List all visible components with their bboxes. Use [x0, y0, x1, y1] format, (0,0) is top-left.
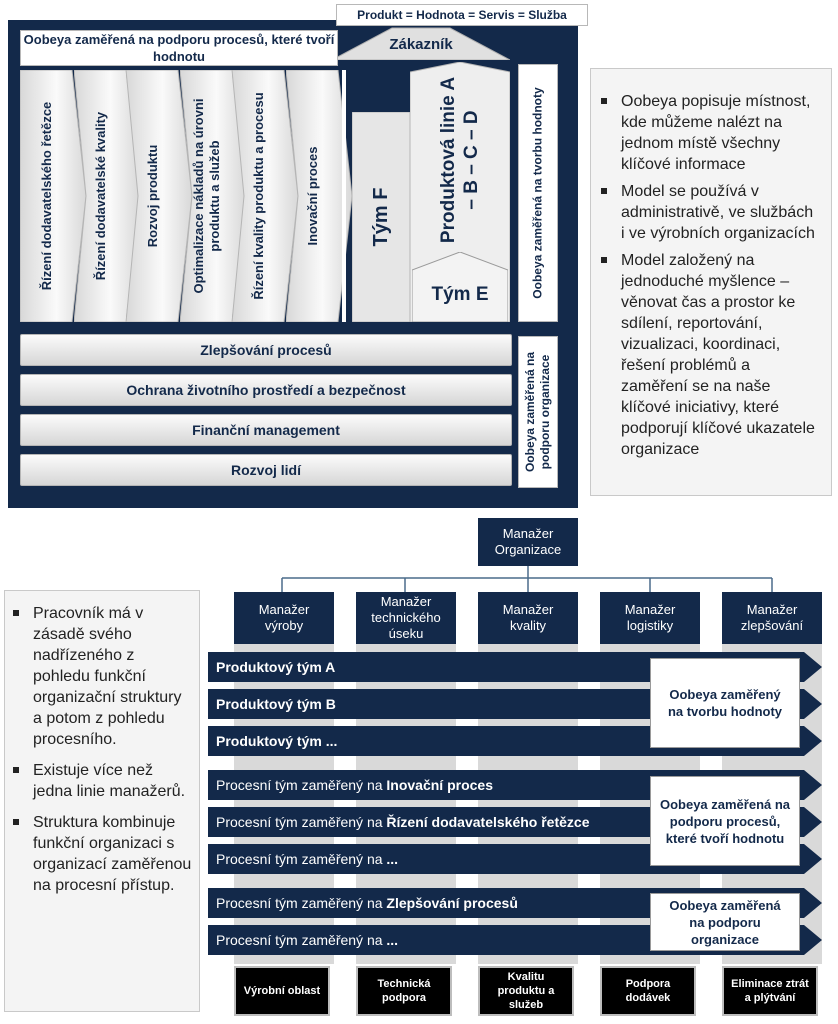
team-row: Produktový tým A	[216, 652, 335, 682]
team-f-shape	[352, 112, 410, 322]
chevron-shape	[180, 70, 246, 322]
chevron-shape	[74, 70, 140, 322]
left-bullet-list: Pracovník má v zásadě svého nadřízeného …	[7, 603, 193, 896]
chevron-label-box: Inovační proces	[286, 70, 340, 322]
support-bar: Rozvoj lidí	[20, 454, 512, 486]
support-oobeya-box: Oobeya zaměřená na podporu organizace	[650, 893, 800, 951]
row-prefix: Procesní tým zaměřený na	[216, 777, 387, 793]
row-label: Produktový tým ...	[216, 733, 338, 749]
chevron-label-box: Řízení dodavatelské kvality	[74, 70, 128, 322]
manager-box: Manažer zlepšování	[722, 592, 822, 644]
manager-box: Manažer výroby	[234, 592, 334, 644]
support-bar: Zlepšování procesů	[20, 334, 512, 366]
row-label: Řízení dodavatelského řetězce	[386, 814, 590, 830]
divider-line	[342, 70, 346, 322]
product-oobeya-box: Oobeya zaměřený na tvorbu hodnoty	[650, 658, 800, 748]
left-description-panel: Pracovník má v zásadě svého nadřízeného …	[4, 590, 200, 1012]
manager-box: Manažer kvality	[478, 592, 578, 644]
right-description-panel: Oobeya popisuje místnost, kde můžeme nal…	[590, 68, 832, 496]
chevron-label-box: Optimalizace nákladů na úrovni produktu …	[180, 70, 234, 322]
manager-box: Manažer logistiky	[600, 592, 700, 644]
support-bar: Ochrana životního prostředí a bezpečnost	[20, 374, 512, 406]
row-label: Produktový tým B	[216, 696, 336, 712]
team-e-label: Tým E	[431, 284, 489, 305]
chevron-label-box: Řízení kvality produktu a procesu	[232, 70, 286, 322]
team-row: Procesní tým zaměřený na Inovační proces	[216, 770, 493, 800]
chevron-label: Optimalizace nákladů na úrovni produktu …	[191, 98, 222, 294]
bullet-item: Pracovník má v zásadě svého nadřízeného …	[7, 603, 193, 750]
value-oobeya-label-box: Oobeya zaměřená na tvorbu hodnoty	[518, 64, 558, 322]
row-prefix: Procesní tým zaměřený na	[216, 932, 387, 948]
banner-product-value: Produkt = Hodnota = Servis = Služba	[336, 4, 588, 26]
chevron-shape	[232, 70, 298, 322]
row-label: ...	[386, 932, 399, 948]
row-prefix: Procesní tým zaměřený na	[216, 851, 387, 867]
team-row: Produktový tým ...	[216, 726, 337, 756]
chevron-label: Řízení dodavatelského řetězce	[39, 101, 54, 291]
chevron-label-box: Řízení dodavatelského řetězce	[20, 70, 74, 322]
customer-roof	[332, 27, 510, 60]
customer-label: Zákazník	[389, 36, 453, 53]
row-prefix: Procesní tým zaměřený na	[216, 814, 387, 830]
process-oobeya-title: Oobeya zaměřená na podporu procesů, kter…	[20, 30, 338, 66]
chevron-label: Řízení kvality produktu a procesu	[251, 92, 266, 300]
chevron-label-box: Rozvoj produktu	[126, 70, 180, 322]
manager-box: Manažer technického úseku	[356, 592, 456, 644]
team-row: Procesní tým zaměřený na ...	[216, 925, 398, 955]
team-row: Procesní tým zaměřený na Zlepšování proc…	[216, 888, 518, 918]
bullet-item: Model založený na jednoduché myšlence – …	[595, 250, 821, 460]
area-box: Technická podpora	[356, 966, 452, 1016]
row-label: Produktový tým A	[216, 659, 336, 675]
top-manager-box: Manažer Organizace	[478, 518, 578, 566]
product-line-label: Produktová linie A – B – C – D	[438, 76, 482, 244]
bullet-item: Struktura kombinuje funkční organizaci s…	[7, 812, 193, 896]
product-line-shape	[410, 62, 510, 322]
support-oobeya-label-box: Oobeya zaměřená na podporu organizace	[518, 336, 558, 488]
bullet-item: Model se používá v administrativě, ve sl…	[595, 181, 821, 244]
team-e-shape	[412, 252, 508, 322]
team-f-label: Tým F	[370, 187, 392, 247]
area-box: Kvalitu produktu a služeb	[478, 966, 574, 1016]
chevron-shape	[126, 70, 192, 322]
bullet-item: Oobeya popisuje místnost, kde můžeme nal…	[595, 91, 821, 175]
right-bullet-list: Oobeya popisuje místnost, kde můžeme nal…	[595, 91, 821, 460]
row-prefix: Procesní tým zaměřený na	[216, 895, 387, 911]
area-box: Eliminace ztrát a plýtvání	[722, 966, 818, 1016]
row-label: Inovační proces	[386, 777, 493, 793]
org-connector-lines	[281, 566, 773, 592]
team-row: Procesní tým zaměřený na ...	[216, 844, 398, 874]
support-bar: Finanční management	[20, 414, 512, 446]
chevron-label: Řízení dodavatelské kvality	[93, 111, 108, 281]
area-box: Výrobní oblast	[234, 966, 330, 1016]
process-oobeya-box: Oobeya zaměřená na podporu procesů, kter…	[650, 776, 800, 866]
team-row: Produktový tým B	[216, 689, 336, 719]
chevron-label: Rozvoj produktu	[145, 144, 160, 248]
chevron-shape	[20, 70, 86, 322]
area-box: Podpora dodávek	[600, 966, 696, 1016]
bullet-item: Existuje více než jedna linie manažerů.	[7, 760, 193, 802]
chevron-shape	[286, 70, 352, 322]
row-label: ...	[386, 851, 399, 867]
chevron-label: Inovační proces	[305, 146, 320, 246]
team-row: Procesní tým zaměřený na Řízení dodavate…	[216, 807, 589, 837]
row-label: Zlepšování procesů	[386, 895, 518, 911]
